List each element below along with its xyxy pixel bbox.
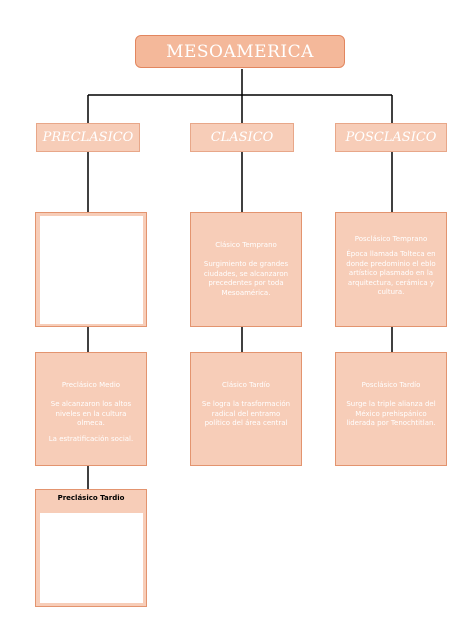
era-clasico: CLASICO bbox=[190, 123, 294, 152]
box-description: Se alcanzaron los altos niveles en la cu… bbox=[50, 400, 132, 428]
era-label: PRECLASICO bbox=[42, 130, 134, 145]
box-title: Preclásico Tardio bbox=[57, 494, 125, 502]
root-node: MESOAMERICA bbox=[135, 35, 345, 68]
era-posclasico: POSCLASICO bbox=[335, 123, 447, 152]
box-description: Se logra la trasformación radical del en… bbox=[201, 400, 291, 428]
preclasico-tardio-box: Preclásico Tardio bbox=[35, 489, 147, 607]
box-title: Clásico Tardío bbox=[222, 381, 270, 389]
posclasico-tardio-box: Posclásico Tardío Surge la triple alianz… bbox=[335, 352, 447, 466]
posclasico-temprano-box: Posclásico Temprano Época llamada Toltec… bbox=[335, 212, 447, 327]
box-title: Preclásico Medio bbox=[61, 381, 121, 389]
box-description-2: La estratificación social. bbox=[48, 434, 134, 443]
box-title: Posclásico Temprano bbox=[354, 235, 428, 243]
box-description: Época llamada Tolteca en donde predomini… bbox=[346, 250, 436, 297]
preclasico-medio-box: Preclásico Medio Se alcanzaron los altos… bbox=[35, 352, 147, 466]
root-title: MESOAMERICA bbox=[166, 41, 314, 62]
box-description: Surge la triple alianza del México prehi… bbox=[346, 400, 436, 428]
box-title: Clásico Temprano bbox=[215, 241, 277, 249]
blank-content-area bbox=[40, 513, 143, 603]
box-description: Surgimiento de grandes ciudades, se alca… bbox=[203, 260, 289, 297]
era-label: CLASICO bbox=[210, 130, 274, 145]
blank-content-area bbox=[40, 216, 143, 324]
clasico-temprano-box: Clásico Temprano Surgimiento de grandes … bbox=[190, 212, 302, 327]
era-preclasico: PRECLASICO bbox=[36, 123, 140, 152]
box-title: Posclásico Tardío bbox=[361, 381, 421, 389]
era-label: POSCLASICO bbox=[345, 130, 437, 145]
preclasico-temprano-box bbox=[35, 212, 147, 327]
clasico-tardio-box: Clásico Tardío Se logra la trasformación… bbox=[190, 352, 302, 466]
